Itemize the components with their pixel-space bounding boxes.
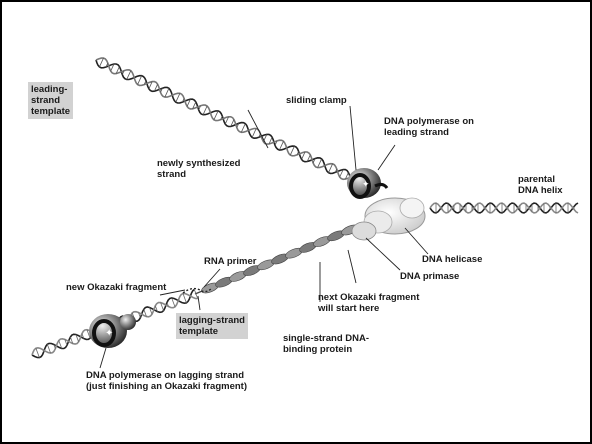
base-pair-rung	[329, 164, 333, 173]
base-pair-rung	[290, 146, 294, 155]
base-pair-rung	[176, 93, 180, 102]
svg-text:✦: ✦	[105, 328, 113, 339]
dna-polymerase-lagging: ✦	[89, 314, 136, 348]
dna-primase	[352, 222, 376, 240]
base-pair-rung	[36, 348, 40, 357]
base-pair-rung	[183, 294, 186, 303]
leader-lines	[100, 106, 428, 368]
single-strand-binding-protein-label: single-strand DNA- binding protein	[283, 333, 369, 355]
rna-primer-label: RNA primer	[204, 256, 256, 267]
dna-helicase-label: DNA helicase	[422, 254, 482, 265]
base-pair-rung	[165, 88, 169, 97]
dna-polymerase-lagging-note: (just finishing an Okazaki fragment)	[86, 381, 247, 392]
parental-dna-helix-label: parental DNA helix	[518, 174, 563, 196]
dna-polymerase-leading-label: DNA polymerase on leading strand	[384, 116, 474, 138]
newly-synthesized-strand-label: newly synthesized strand	[157, 158, 240, 180]
base-pair-rung	[203, 106, 207, 115]
dna-polymerase-leading: ✦	[347, 168, 387, 198]
dna-primase-label: DNA primase	[400, 271, 459, 282]
base-pair-rung	[99, 58, 103, 67]
lagging-strand-template-label: lagging-strand template	[176, 313, 248, 339]
base-pair-rung	[138, 76, 142, 85]
base-pair-rung	[194, 289, 197, 298]
base-pair-rung	[214, 111, 218, 120]
sliding-clamp-label: sliding clamp	[286, 95, 347, 106]
leading-strand-template-label: leading- strand template	[28, 82, 73, 119]
base-pair-rung	[252, 129, 256, 138]
dna-polymerase-lagging-label: DNA polymerase on lagging strand	[86, 370, 244, 381]
next-okazaki-fragment-label: next Okazaki fragment will start here	[318, 292, 419, 314]
svg-text:✦: ✦	[362, 180, 370, 190]
parental-helix	[430, 203, 578, 213]
base-pair-rung	[127, 71, 131, 80]
new-okazaki-fragment-label: new Okazaki fragment	[66, 282, 166, 293]
